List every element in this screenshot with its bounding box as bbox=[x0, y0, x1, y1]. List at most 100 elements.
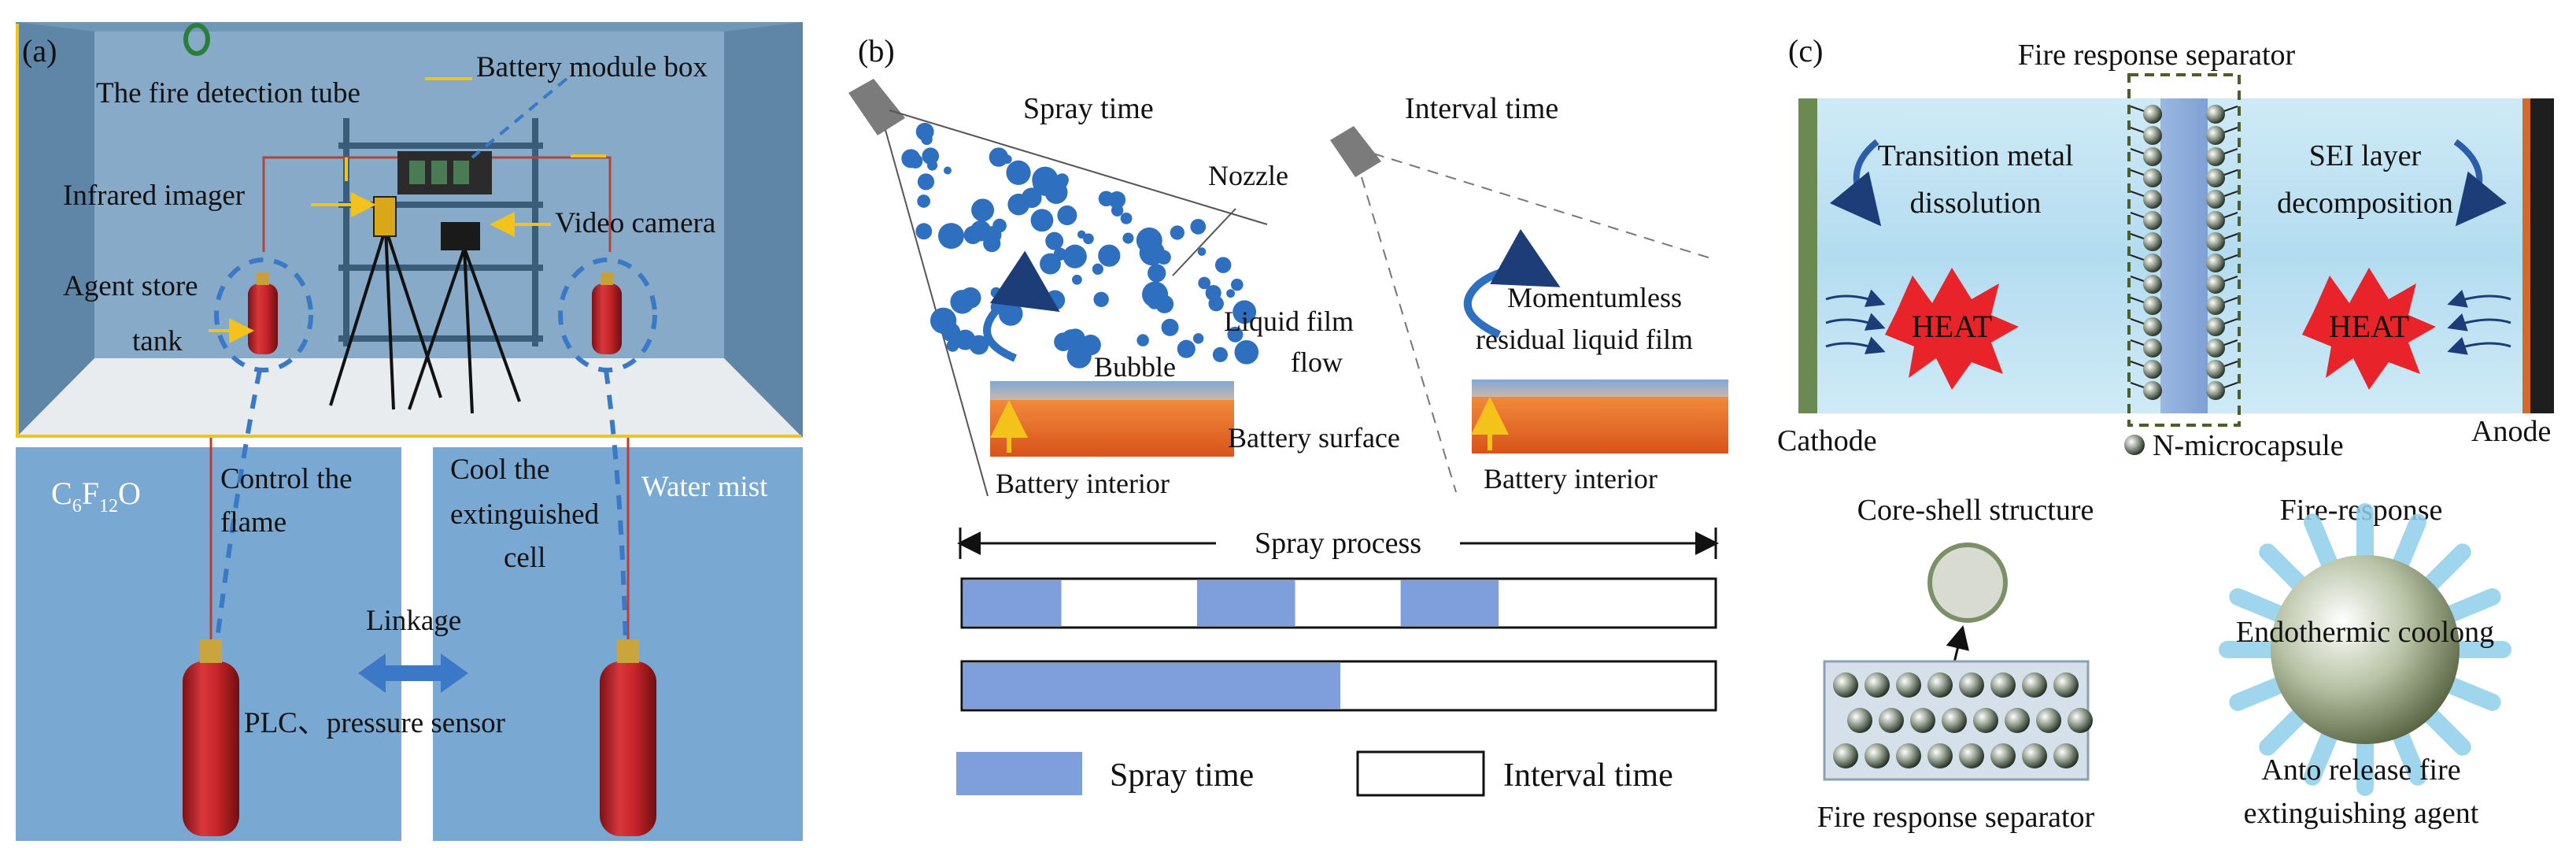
droplet bbox=[917, 194, 930, 208]
video-camera bbox=[441, 222, 480, 250]
droplet bbox=[1227, 326, 1244, 343]
nozzle-right bbox=[1330, 126, 1381, 177]
sheet-capsule bbox=[2022, 743, 2047, 768]
legend-interval-label: Interval time bbox=[1503, 757, 1673, 794]
microcapsule bbox=[2143, 317, 2162, 336]
ring-icon bbox=[183, 23, 210, 56]
droplet bbox=[1142, 281, 1169, 308]
droplet bbox=[940, 230, 956, 246]
droplet bbox=[1240, 309, 1251, 321]
label-spray-process: Spray process bbox=[1255, 527, 1421, 560]
agent-store-tank-left bbox=[248, 272, 278, 354]
microcapsule bbox=[2143, 232, 2162, 251]
panel-a: (a) The fire detection tube Battery modu… bbox=[16, 22, 803, 841]
sheet-capsule bbox=[2053, 672, 2079, 698]
interval-time-title: Interval time bbox=[1405, 92, 1558, 125]
ray bbox=[2229, 588, 2290, 624]
droplet bbox=[992, 218, 1007, 233]
droplet bbox=[1083, 233, 1094, 245]
liquid-film-right bbox=[1472, 380, 1728, 397]
droplet bbox=[1030, 209, 1054, 232]
microcapsule bbox=[2143, 190, 2162, 209]
heat-burst-left bbox=[1885, 268, 2019, 390]
sheet-capsule bbox=[1847, 708, 1872, 733]
heat-burst-right bbox=[2302, 268, 2436, 390]
droplet bbox=[1040, 253, 1061, 275]
droplet bbox=[901, 149, 921, 168]
ray bbox=[2420, 543, 2471, 594]
label-momentumless-2: residual liquid film bbox=[1476, 324, 1693, 355]
sheet-capsule bbox=[1927, 743, 1953, 768]
droplet bbox=[1003, 154, 1012, 165]
curved-arrow-right bbox=[2453, 139, 2508, 227]
droplet bbox=[978, 226, 988, 235]
battery-box-pointer bbox=[471, 77, 568, 159]
infrared-imager bbox=[373, 196, 397, 237]
ray bbox=[2391, 724, 2426, 786]
label-endothermic: Endothermic coolong bbox=[2236, 616, 2494, 649]
droplet bbox=[1192, 333, 1204, 344]
label-nozzle: Nozzle bbox=[1208, 160, 1288, 191]
droplet bbox=[1098, 191, 1114, 207]
sheet-capsule bbox=[1879, 708, 1904, 733]
label-release-1: Anto release fire bbox=[2261, 754, 2460, 787]
droplet bbox=[989, 147, 1009, 167]
droplet bbox=[922, 147, 940, 165]
sheet-capsule bbox=[1942, 708, 1967, 733]
droplet bbox=[1161, 318, 1179, 336]
heat-flow-left-3 bbox=[1825, 336, 1886, 354]
label-anode: Anode bbox=[2471, 415, 2551, 448]
droplet bbox=[1198, 276, 1210, 290]
spray-segment bbox=[963, 580, 1062, 626]
cylinder-water-mist bbox=[600, 639, 656, 836]
ray bbox=[2304, 513, 2339, 575]
sheet-capsule bbox=[2005, 708, 2030, 733]
microcapsule bbox=[2206, 105, 2225, 124]
microcapsule bbox=[2143, 147, 2162, 166]
sheet-capsule bbox=[1910, 708, 1935, 733]
spray-droplets bbox=[901, 122, 1259, 368]
droplet bbox=[1170, 225, 1185, 240]
curved-arrow-left bbox=[1829, 139, 1882, 227]
separator-microcapsules bbox=[2130, 105, 2238, 400]
lower-divider bbox=[401, 447, 433, 841]
droplet bbox=[1032, 166, 1059, 193]
microcapsule bbox=[2206, 381, 2225, 400]
room-back-wall bbox=[94, 31, 724, 358]
liquid-film-left bbox=[990, 381, 1234, 400]
label-transition-1: Transition metal bbox=[1878, 139, 2074, 172]
microcapsule bbox=[2206, 168, 2225, 187]
label-plc: PLC、pressure sensor bbox=[244, 707, 505, 739]
fire-detection-tube bbox=[262, 156, 397, 252]
spray-line-left bbox=[214, 369, 262, 646]
microcapsule bbox=[2143, 254, 2162, 272]
heat-flow-left-2 bbox=[1825, 313, 1886, 331]
sheet-capsule bbox=[1896, 672, 1921, 698]
droplet bbox=[1007, 193, 1029, 216]
bubble-arrow bbox=[983, 250, 1060, 362]
droplet bbox=[917, 173, 935, 191]
interval-boundary-left bbox=[1361, 176, 1457, 493]
battery-block-right bbox=[1472, 397, 1728, 454]
droplet bbox=[1148, 264, 1166, 283]
schedule-intermittent bbox=[960, 577, 1717, 629]
spray-segment bbox=[963, 663, 1340, 709]
sheet-capsule bbox=[1927, 672, 1953, 698]
fire-response-sphere bbox=[2271, 555, 2460, 744]
label-infrared-imager: Infrared imager bbox=[63, 180, 245, 212]
droplet bbox=[1230, 278, 1244, 291]
ray bbox=[2259, 705, 2310, 756]
label-control-1: Control the bbox=[220, 463, 353, 495]
microcapsule bbox=[2206, 275, 2225, 294]
microcapsule bbox=[2206, 147, 2225, 166]
sheet-capsule bbox=[2053, 743, 2079, 768]
droplet bbox=[1190, 218, 1207, 235]
droplet bbox=[1234, 339, 1259, 365]
microcapsule bbox=[2206, 339, 2225, 357]
microcapsule bbox=[2206, 232, 2225, 251]
panel-c-label: (c) bbox=[1788, 33, 1823, 69]
sheet-capsule bbox=[1990, 743, 2016, 768]
ray bbox=[2391, 513, 2426, 575]
label-fire-response-separator-bottom: Fire response separator bbox=[1817, 801, 2095, 834]
